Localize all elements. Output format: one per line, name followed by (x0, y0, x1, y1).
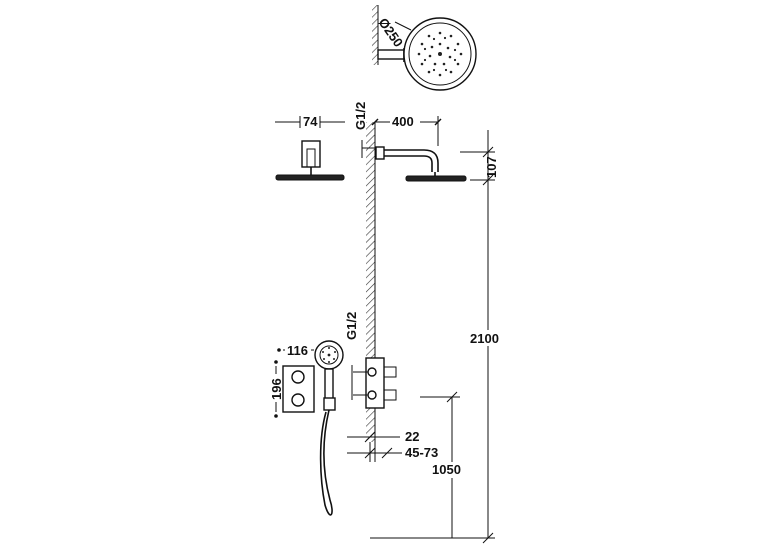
hand-shower (314, 340, 344, 516)
arm-drop-label: 107 (484, 156, 499, 178)
arm-pipe (375, 149, 439, 172)
wall-depth-range-label: 45-73 (405, 445, 438, 460)
depth-dimensions: 22 45-73 (347, 429, 438, 460)
vertical-dimensions: 107 2100 1050 (370, 130, 508, 544)
top-view: Ø250 (372, 5, 477, 91)
wall-depth-label: 22 (405, 429, 419, 444)
hand-shower-nozzles (322, 347, 336, 363)
shower-arm: G1/2 400 (353, 102, 467, 182)
arm-length-label: 400 (392, 114, 414, 129)
ceiling-head-side (405, 175, 467, 182)
total-height-label: 2100 (470, 331, 499, 346)
thermostat-knob (291, 370, 305, 384)
wall-outlet (323, 397, 336, 411)
hand-shower-handle (324, 368, 334, 400)
head-diameter-label: Ø250 (376, 15, 407, 50)
diverter-knob (291, 393, 305, 407)
thermostat-front: 116 196 (268, 343, 320, 418)
head-plate-side (275, 174, 345, 181)
shower-arm-top (377, 49, 405, 60)
valve-height-label: 1050 (432, 462, 461, 477)
arm-depth-label: 74 (303, 114, 318, 129)
inlet-valve-label: G1/2 (344, 312, 359, 340)
wall-hatch (366, 122, 375, 442)
main-wall (366, 122, 376, 462)
valve-body: G1/2 (344, 312, 397, 409)
shower-hose (319, 409, 333, 516)
valve-box (365, 357, 385, 409)
nozzle-pattern (417, 31, 463, 77)
plate-height-label: 196 (269, 378, 284, 400)
wall-section-top (372, 5, 378, 65)
inlet-top-label: G1/2 (353, 102, 368, 130)
head-side-view: 74 (275, 114, 345, 181)
wall-flange (301, 140, 321, 168)
plate-width-label: 116 (287, 343, 308, 358)
